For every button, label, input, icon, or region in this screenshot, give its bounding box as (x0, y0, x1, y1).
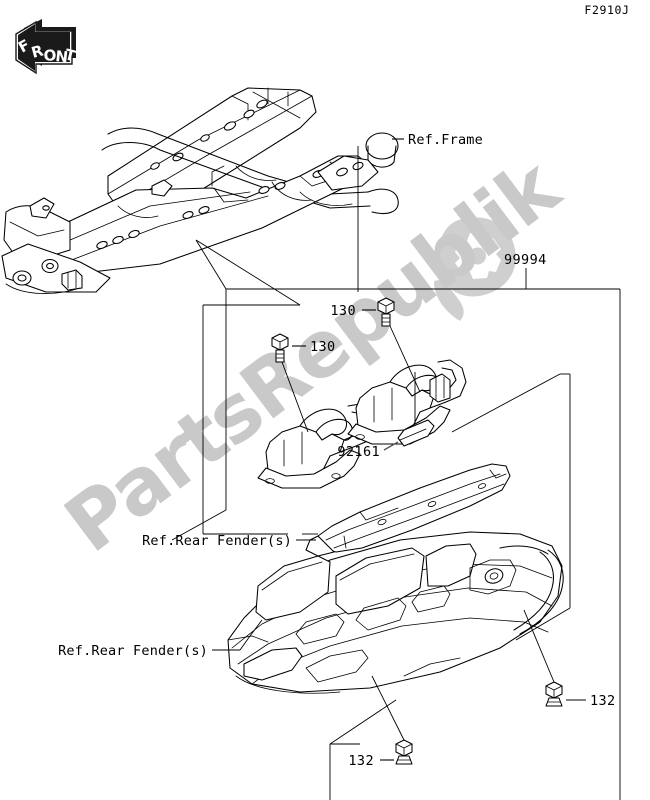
ref-rear-fender-upper-callout: Ref.Rear Fender(s) (142, 533, 316, 549)
watermark-gear-blob (434, 217, 516, 321)
front-letter-r: R (29, 41, 45, 61)
clamp-left (257, 403, 377, 489)
bolt-icon (395, 739, 413, 765)
callout-99994-label: 99994 (504, 252, 547, 268)
bolt-132-bottom: 132 (348, 675, 413, 769)
callout-132-bottom-label: 132 (348, 753, 374, 769)
bolt-130-upper: 130 (330, 297, 421, 393)
fender-lower (227, 531, 564, 694)
bolt-132-right: 132 (523, 609, 616, 709)
ref-frame-label: Ref.Frame (408, 132, 483, 148)
callout-130-lower-label: 130 (310, 339, 336, 355)
front-indicator: F R O N T (15, 19, 78, 75)
ref-rear-fender-lower-label: Ref.Rear Fender(s) (58, 643, 208, 659)
ref-frame-callout: Ref.Frame (357, 132, 483, 292)
damper-strip: 92161 (337, 372, 435, 460)
callout-130-upper-label: 130 (330, 303, 356, 319)
arrow-left-3d-icon (15, 19, 76, 75)
bolt-icon (271, 333, 289, 363)
diagram-code: F2910J (584, 3, 629, 17)
group-bracket-lines (171, 239, 621, 800)
ref-rear-fender-upper-label: Ref.Rear Fender(s) (142, 533, 292, 549)
callout-92161-label: 92161 (337, 444, 380, 460)
callout-132-right-label: 132 (590, 693, 616, 709)
front-letter-n: N (55, 47, 69, 66)
fender-upper (305, 463, 511, 557)
bolt-130-lower: 130 (271, 333, 336, 433)
callout-99994: 99994 (504, 252, 547, 289)
front-letter-o: O (43, 46, 57, 65)
ref-rear-fender-lower-callout: Ref.Rear Fender(s) (58, 619, 263, 659)
bolt-icon (545, 681, 563, 707)
gear-icon (455, 233, 501, 279)
bolt-icon (377, 297, 395, 327)
frame-assembly (1, 87, 399, 294)
